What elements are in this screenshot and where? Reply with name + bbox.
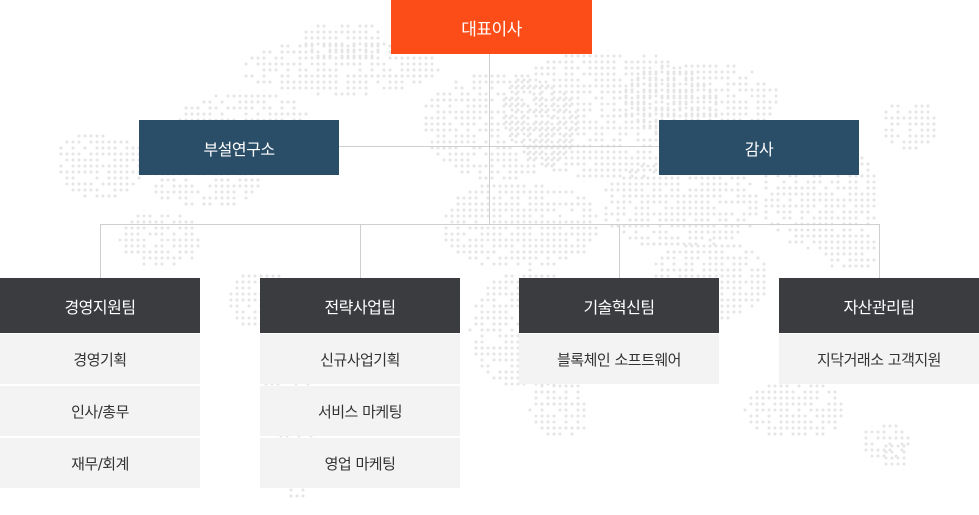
sub-item-label: 영업 마케팅 <box>324 454 396 473</box>
team-label: 전략사업팀 <box>324 297 396 317</box>
sub-item-label: 블록체인 소프트웨어 <box>557 350 681 369</box>
research-lab-box: 부설연구소 <box>139 120 339 175</box>
ceo-label: 대표이사 <box>461 19 522 40</box>
audit-label: 감사 <box>744 139 774 159</box>
team-label: 경영지원팀 <box>64 297 136 317</box>
team-label: 자산관리팀 <box>843 297 915 317</box>
sub-item-label: 서비스 마케팅 <box>317 402 403 421</box>
team-sub-item: 인사/총무 <box>0 386 200 436</box>
team-sub-item: 지닥거래소 고객지원 <box>779 334 979 384</box>
team-sub-item: 경영기획 <box>0 334 200 384</box>
sub-item-label: 재무/회계 <box>71 454 129 473</box>
sub-item-label: 인사/총무 <box>71 402 129 421</box>
team-sub-item: 재무/회계 <box>0 438 200 488</box>
team-asset-management: 자산관리팀 <box>779 278 979 333</box>
team-sub-item: 블록체인 소프트웨어 <box>519 334 719 384</box>
team-label: 기술혁신팀 <box>583 297 655 317</box>
team-tech-innovation: 기술혁신팀 <box>519 278 719 333</box>
audit-box: 감사 <box>659 120 859 175</box>
team-sub-item: 영업 마케팅 <box>260 438 460 488</box>
ceo-box: 대표이사 <box>391 0 592 54</box>
team-sub-item: 서비스 마케팅 <box>260 386 460 436</box>
sub-item-label: 지닥거래소 고객지원 <box>817 350 941 369</box>
research-lab-label: 부설연구소 <box>203 139 275 159</box>
sub-item-label: 신규사업기획 <box>320 350 400 369</box>
team-sub-item: 신규사업기획 <box>260 334 460 384</box>
team-strategic-business: 전략사업팀 <box>260 278 460 333</box>
sub-item-label: 경영기획 <box>73 350 127 369</box>
team-management-support: 경영지원팀 <box>0 278 200 333</box>
